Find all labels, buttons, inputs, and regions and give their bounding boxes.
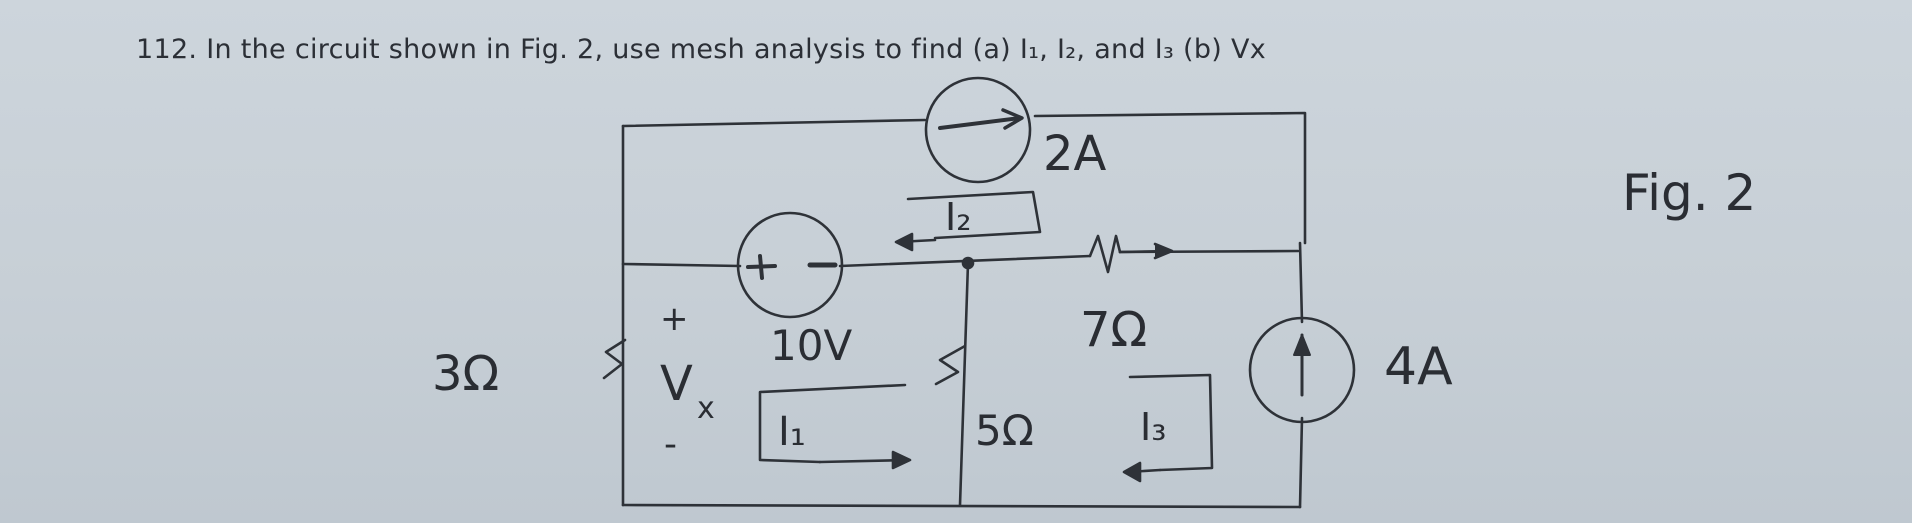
wire-right-upper (1298, 241, 1304, 324)
label-mesh-i1: I₁ (778, 409, 806, 455)
current-source-4a-arrowhead (1293, 334, 1311, 356)
resistor-5ohm-zigzag (934, 344, 967, 386)
current-source-2a (924, 76, 1032, 184)
label-mesh-i3: I₃ (1140, 405, 1166, 449)
mesh-i2-arrowhead (894, 232, 914, 252)
label-mesh-i2: I₂ (945, 195, 971, 239)
label-r5: 5Ω (975, 406, 1034, 455)
label-r3: 3Ω (432, 346, 499, 402)
wire-center-vertical (958, 261, 970, 507)
current-source-2a-arrow (938, 116, 1022, 130)
label-2a: 2A (1043, 126, 1107, 182)
wire-middle-left (621, 262, 742, 268)
label-vx-minus: - (664, 424, 677, 465)
wire-outer-top-right (1033, 111, 1307, 245)
problem-statement: 112. In the circuit shown in Fig. 2, use… (136, 34, 1267, 65)
mesh-i2-box (906, 190, 1042, 240)
label-4a: 4A (1384, 337, 1453, 397)
current-source-2a-arrowhead (1001, 108, 1024, 130)
voltage-source-10v (736, 211, 844, 319)
junction-dot (961, 256, 975, 270)
wire-bottom (621, 503, 1302, 509)
resistor-3ohm-zigzag (602, 338, 627, 380)
resistor-7ohm-arrowhead (1153, 242, 1174, 260)
label-vx-subscript: x (697, 391, 715, 426)
mesh-i1-arrowhead (891, 450, 912, 470)
mesh-i3-arrowhead (1122, 461, 1142, 483)
label-vx-plus: + (660, 299, 689, 339)
mesh-i3-box (1128, 373, 1214, 472)
wire-outer-top (621, 118, 927, 128)
label-vx: V (660, 356, 693, 412)
current-source-4a (1248, 316, 1356, 424)
wire-right-lower (1298, 416, 1304, 509)
resistor-7ohm-zigzag (1088, 234, 1122, 274)
figure-caption: Fig. 2 (1622, 164, 1756, 222)
mesh-i1-box (758, 383, 907, 464)
label-10v: 10V (770, 321, 852, 370)
voltage-source-plus-v (758, 254, 764, 280)
label-r7: 7Ω (1080, 302, 1147, 358)
